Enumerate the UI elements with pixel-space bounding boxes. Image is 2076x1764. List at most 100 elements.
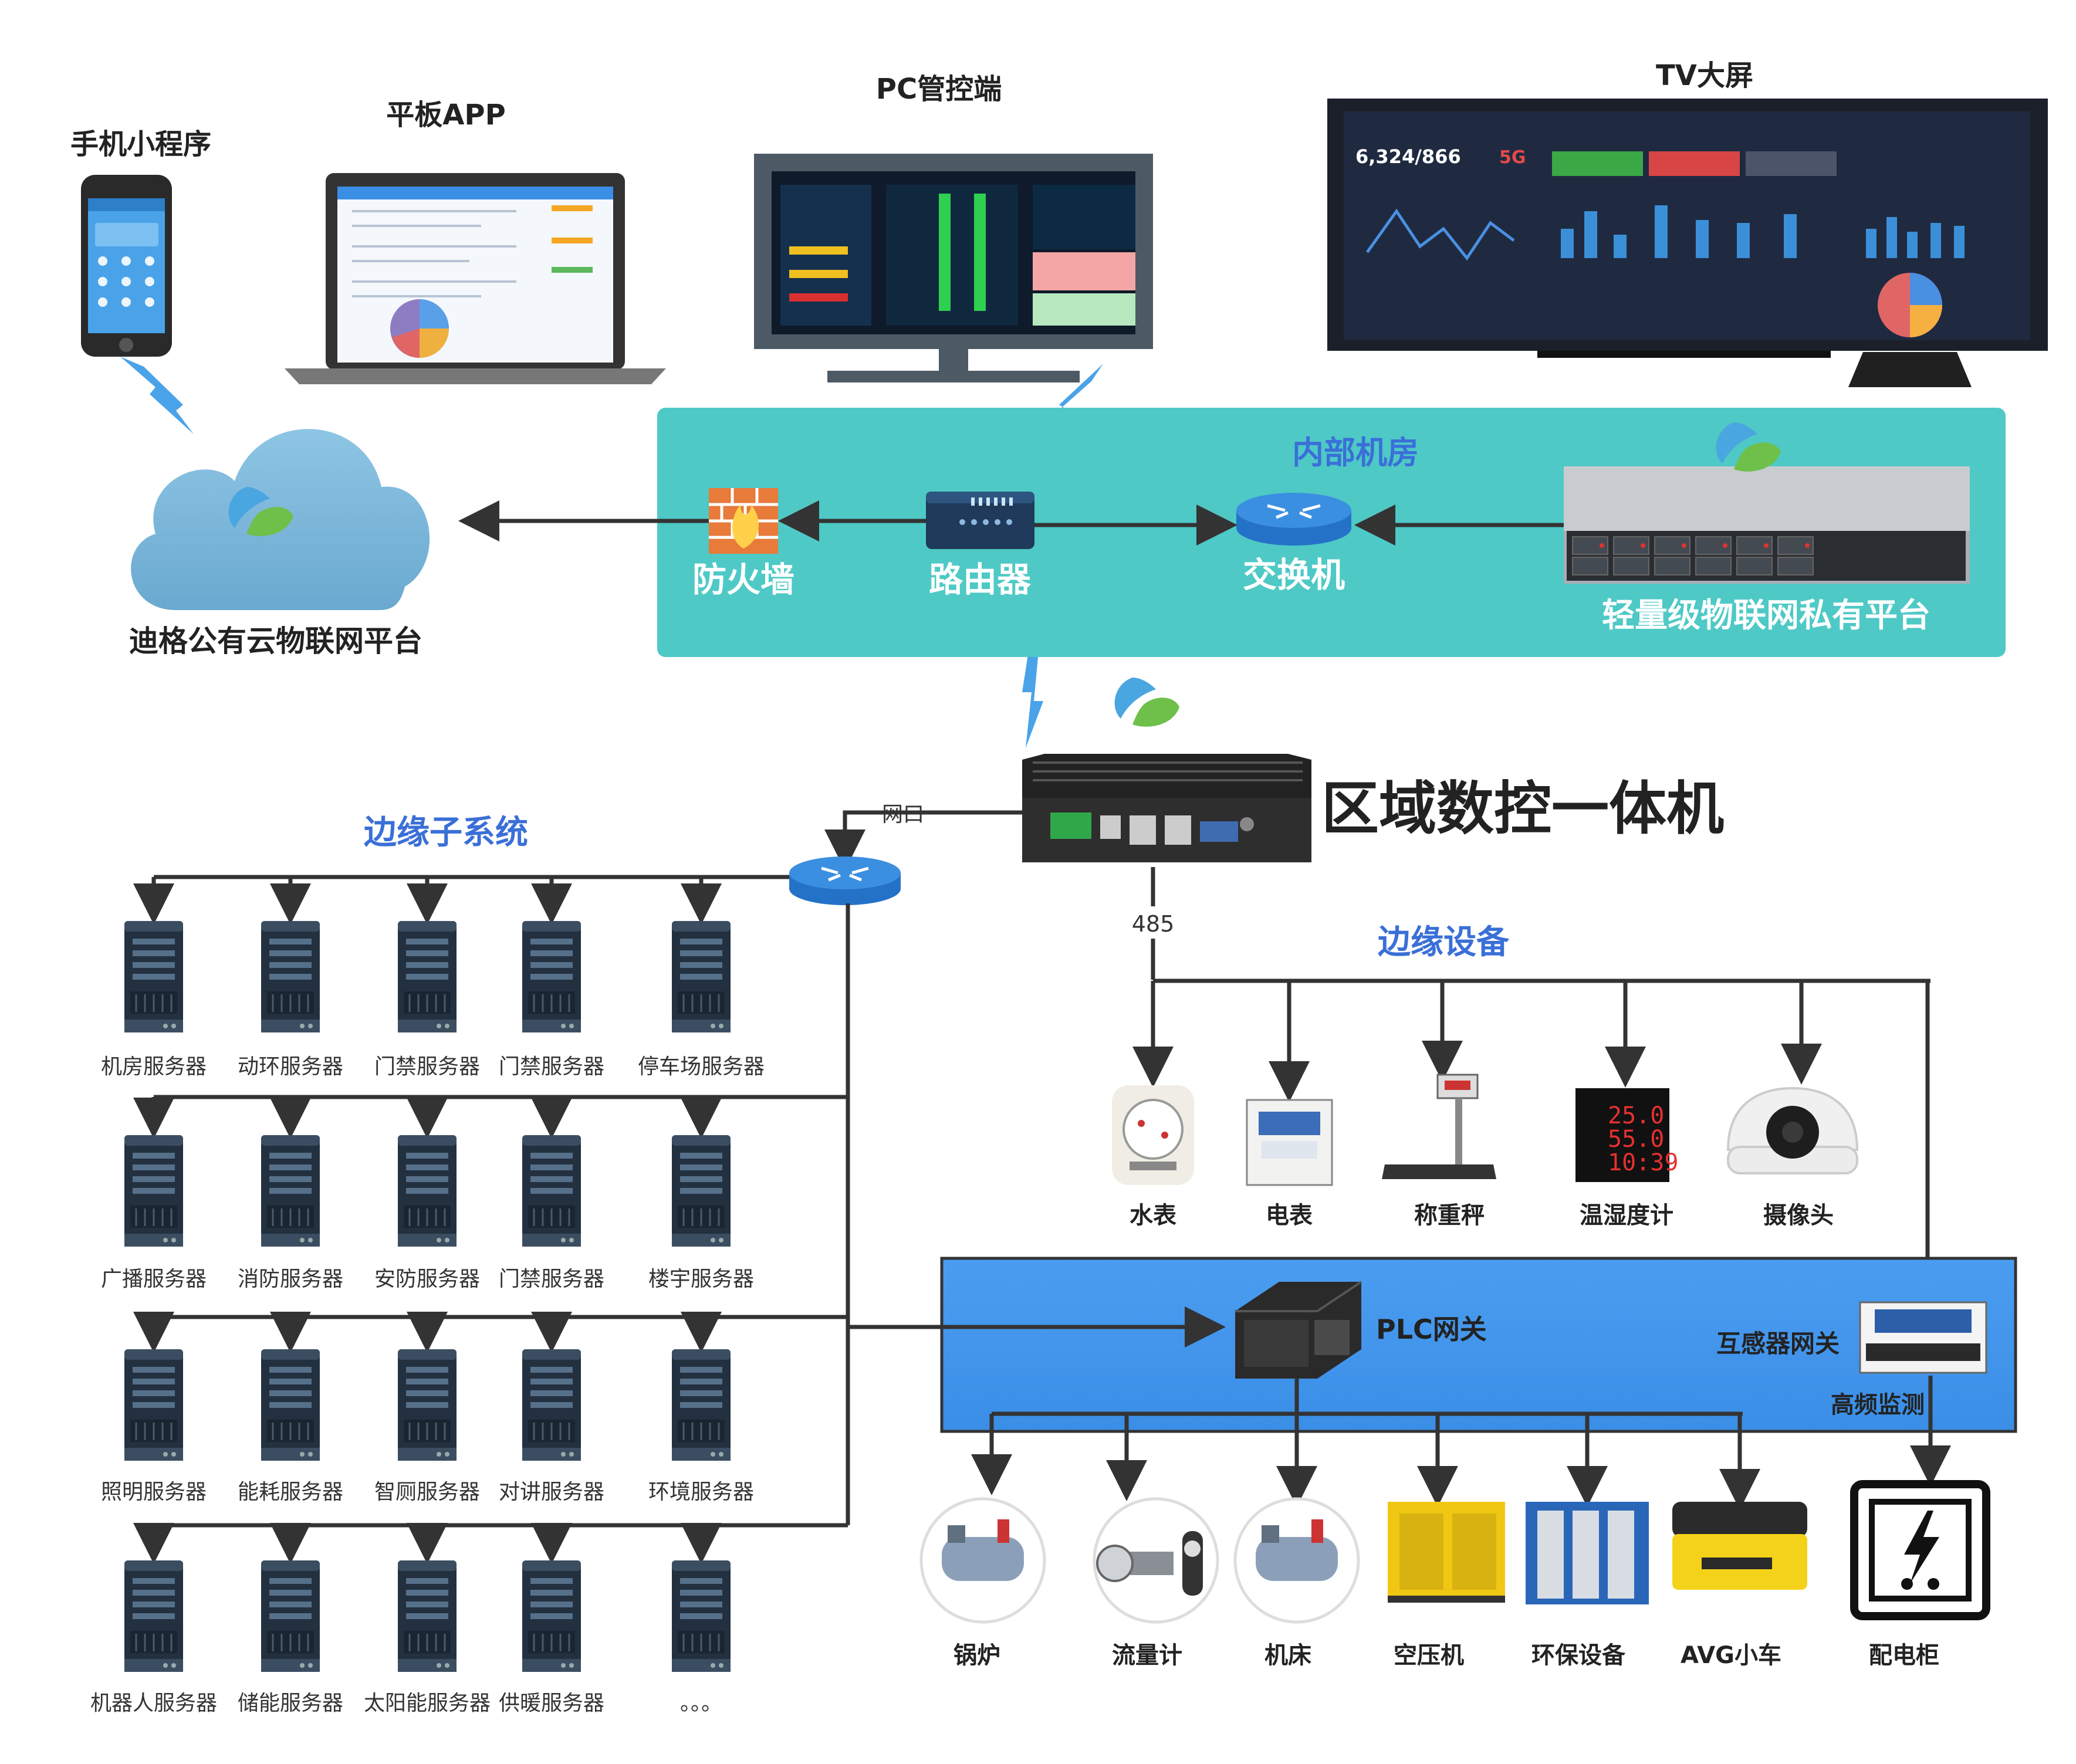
wireless-icon (1022, 639, 1043, 748)
server-icon (123, 1348, 184, 1462)
tablet-label: 平板APP (386, 99, 506, 131)
firewall-icon (709, 488, 778, 554)
tv-number: 6,324/866 (1355, 145, 1461, 168)
agv-icon (1672, 1502, 1807, 1590)
server-icon (521, 920, 582, 1034)
firewall-label: 防火墙 (692, 560, 794, 600)
thermo-reading-time: 10:39 (1608, 1149, 1678, 1176)
pc-label: PC管控端 (876, 73, 1002, 106)
equipment-label: 锅炉 (954, 1642, 1000, 1669)
boiler-icon (919, 1497, 1046, 1624)
device-label: 电表 (1266, 1202, 1313, 1229)
device-label: 摄像头 (1763, 1202, 1834, 1229)
device-label: 水表 (1130, 1202, 1176, 1229)
flowmeter-icon (1093, 1497, 1219, 1624)
phone-icon (81, 175, 172, 357)
server-label: 照明服务器 (101, 1480, 207, 1504)
phone-label: 手机小程序 (70, 128, 211, 161)
server-icon (397, 1348, 458, 1462)
router-label: 路由器 (929, 560, 1032, 600)
controller-box-icon (1022, 754, 1311, 862)
server-label: 机器人服务器 (90, 1691, 217, 1715)
equipment-label: AVG小车 (1681, 1642, 1781, 1669)
equipment-labels: 锅炉 流量计 机床 空压机 环保设备 AVG小车 配电柜 (954, 1642, 1939, 1669)
server-icon (671, 1559, 732, 1673)
cloud-icon (131, 429, 430, 610)
equipment-bus (971, 1376, 1951, 1510)
server-label: 环境服务器 (648, 1480, 754, 1504)
equipment-label: 空压机 (1394, 1642, 1464, 1669)
hf-monitor-label: 高频监测 (1831, 1391, 1925, 1418)
server-icon (260, 1559, 321, 1673)
plc-gateway-icon (1235, 1281, 1362, 1379)
edge-device-labels: 水表 电表 称重秤 温湿度计 摄像头 (1130, 1202, 1834, 1229)
server-label: 太阳能服务器 (364, 1691, 491, 1715)
server-icon (397, 920, 458, 1034)
rack-server-icon (1564, 422, 1970, 584)
server-icon (397, 1134, 458, 1248)
server-label: 动环服务器 (238, 1055, 343, 1079)
controller-bus-label: 485 (1132, 911, 1175, 937)
plc-gateway-label: PLC网关 (1376, 1313, 1487, 1345)
tv-label: TV大屏 (1656, 59, 1753, 92)
server-icon (397, 1559, 458, 1673)
server-label: 楼宇服务器 (648, 1267, 754, 1291)
scale-icon (1382, 1074, 1496, 1179)
server-icon (671, 1134, 732, 1248)
server-label: 门禁服务器 (374, 1055, 480, 1079)
cloud-label: 迪格公有云物联网平台 (129, 624, 422, 658)
server-icon (260, 1134, 321, 1248)
server-label: 。。。 (680, 1691, 722, 1715)
server-icon (521, 1348, 582, 1462)
electric-meter-icon (1246, 1099, 1333, 1186)
server-icon (123, 1559, 184, 1673)
environmental-equipment-icon (1526, 1502, 1649, 1604)
device-label: 称重秤 (1414, 1202, 1485, 1229)
server-label: 门禁服务器 (499, 1267, 604, 1291)
router-icon (926, 492, 1034, 549)
compressor-icon (1388, 1502, 1505, 1603)
equipment-label: 流量计 (1112, 1642, 1182, 1669)
server-label: 供暖服务器 (499, 1691, 604, 1715)
laptop-icon (285, 173, 666, 384)
server-label: 广播服务器 (101, 1267, 207, 1291)
server-icon (123, 1134, 184, 1248)
server-icon (260, 920, 321, 1034)
edge-subsystem-title: 边缘子系统 (364, 814, 528, 852)
port-label: 网口 (882, 803, 924, 827)
server-icon (521, 1134, 582, 1248)
sensor-gateway-label: 互感器网关 (1716, 1329, 1840, 1358)
thermo-reading-humidity: 55.0 (1608, 1126, 1664, 1153)
edge-router-icon (789, 856, 901, 905)
server-icon (123, 920, 184, 1034)
server-icon (671, 1348, 732, 1462)
switch-icon (1236, 493, 1351, 546)
equipment-label: 环保设备 (1531, 1642, 1626, 1669)
server-label: 储能服务器 (238, 1691, 343, 1715)
server-label: 机房服务器 (101, 1055, 207, 1079)
server-icon (521, 1559, 582, 1673)
server-label: 消防服务器 (238, 1267, 343, 1291)
wireless-icon (1026, 364, 1103, 449)
equipment-label: 机床 (1264, 1642, 1311, 1669)
thermo-reading-temp: 25.0 (1608, 1102, 1664, 1129)
server-label: 停车场服务器 (638, 1055, 765, 1079)
wireless-icon (120, 357, 194, 434)
private-platform-label: 轻量级物联网私有平台 (1602, 597, 1930, 635)
server-label: 对讲服务器 (499, 1480, 604, 1504)
monitor-icon (754, 154, 1153, 382)
server-label: 安防服务器 (374, 1267, 480, 1291)
switch-label: 交换机 (1243, 555, 1345, 595)
thermometer-icon: 25.0 55.0 10:39 (1575, 1088, 1678, 1182)
equipment-label: 配电柜 (1869, 1642, 1939, 1669)
edge-device-bus (1132, 981, 1822, 1102)
tv-icon: 6,324/866 5G (1327, 99, 2048, 387)
device-label: 温湿度计 (1580, 1202, 1673, 1229)
server-grid: 机房服务器动环服务器门禁服务器门禁服务器停车场服务器广播服务器消防服务器安防服务… (90, 877, 765, 1715)
machine-tool-icon (1233, 1497, 1360, 1624)
logo-icon (1114, 678, 1179, 727)
server-label: 智厕服务器 (374, 1480, 480, 1504)
internal-room-title: 内部机房 (1292, 434, 1419, 471)
sensor-gateway-icon (1859, 1301, 1987, 1374)
